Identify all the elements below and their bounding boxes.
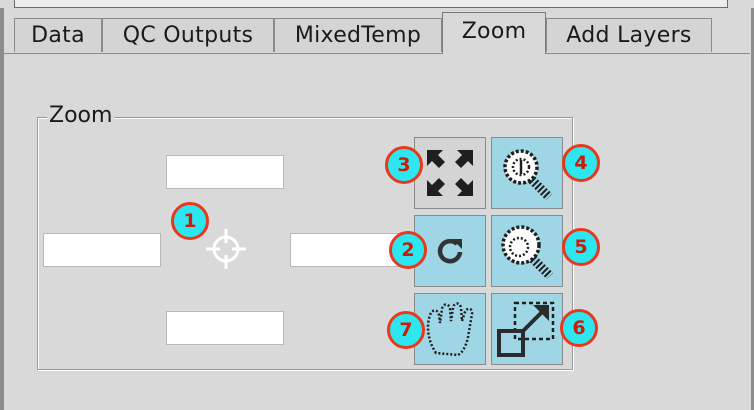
zoom-to-box-icon <box>497 301 555 357</box>
callout-6: 6 <box>560 309 598 347</box>
pan-hand-icon <box>426 302 474 357</box>
zoom-out-icon <box>501 225 554 280</box>
tab-zoom[interactable]: Zoom <box>442 12 546 54</box>
tab-mixedtemp[interactable]: MixedTemp <box>274 18 442 52</box>
zoom-group-title: Zoom <box>47 103 115 129</box>
tab-qc-outputs[interactable]: QC Outputs <box>102 18 274 52</box>
callout-4: 4 <box>562 144 600 182</box>
upper-panel-edge <box>14 0 728 8</box>
callout-1: 1 <box>171 202 209 240</box>
zoom-top-field[interactable] <box>166 155 284 189</box>
zoom-out-button[interactable] <box>491 215 563 287</box>
callout-7: 7 <box>387 311 425 349</box>
window-top-edge <box>0 0 754 10</box>
zoom-left-field[interactable] <box>43 233 161 267</box>
callout-2: 2 <box>389 231 427 269</box>
tab-add-layers[interactable]: Add Layers <box>546 18 712 52</box>
zoom-right-field[interactable] <box>290 233 408 267</box>
refresh-icon <box>437 238 463 264</box>
callout-5: 5 <box>562 228 600 266</box>
zoom-in-icon <box>503 149 553 201</box>
zoom-bottom-field[interactable] <box>166 311 284 345</box>
zoom-to-box-button[interactable] <box>491 293 563 365</box>
window-left-border <box>0 8 4 410</box>
tab-bar: Data QC Outputs MixedTemp Zoom Add Layer… <box>14 12 740 54</box>
callout-3: 3 <box>385 146 423 184</box>
zoom-full-extent-button[interactable] <box>414 137 486 209</box>
crosshair-icon <box>202 225 250 273</box>
window-right-border <box>751 8 754 410</box>
zoom-in-button[interactable] <box>491 137 563 209</box>
tab-bar-baseline <box>4 53 750 54</box>
tab-data[interactable]: Data <box>14 18 102 52</box>
zoom-full-extent-icon <box>427 150 473 196</box>
